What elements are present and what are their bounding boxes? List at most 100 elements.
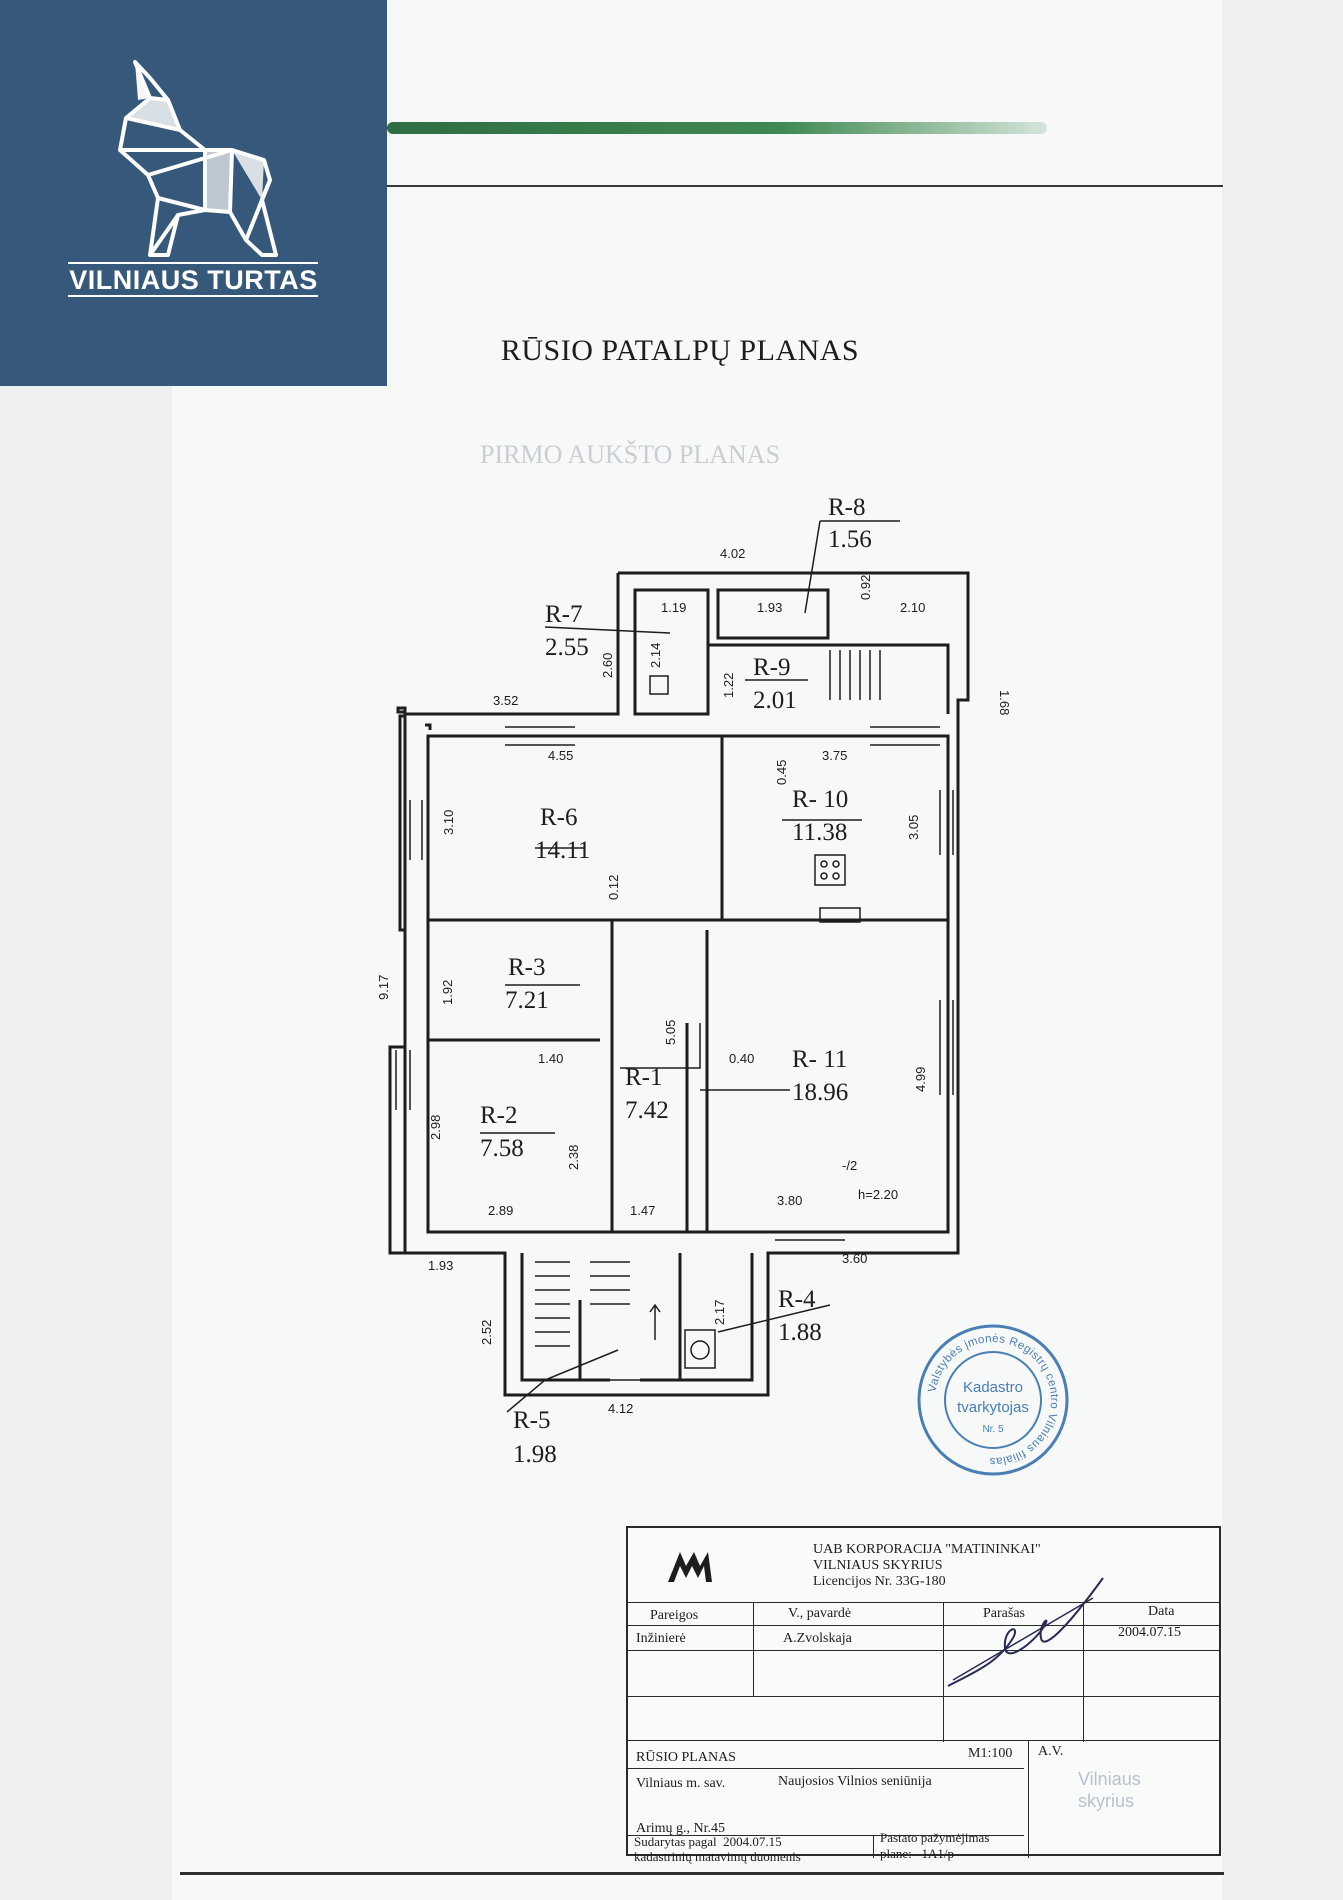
dim-label: 3.80 xyxy=(777,1193,802,1208)
room-id-r3: R-3 xyxy=(508,954,546,981)
tb-divider xyxy=(628,1740,1219,1741)
dim-label: 3.05 xyxy=(906,815,921,840)
engineer-name: A.Zvolskaja xyxy=(783,1631,852,1646)
room-area-r10: 11.38 xyxy=(792,819,847,846)
company-name: UAB KORPORACIJA "MATININKAI" VILNIAUS SK… xyxy=(813,1542,1041,1590)
certificate-code: 1A1/p xyxy=(921,1846,955,1861)
room-id-r9: R-9 xyxy=(753,654,791,681)
matininkai-logo-icon xyxy=(668,1552,712,1582)
dim-label: 4.02 xyxy=(720,546,745,561)
dim-label: 9.17 xyxy=(376,975,391,1000)
tb-col-divider xyxy=(873,1835,874,1858)
municipality: Vilniaus m. sav. xyxy=(636,1776,726,1791)
dimension-labels: 4.02 0.92 2.10 1.68 1.19 1.93 2.14 2.60 … xyxy=(376,546,1012,1416)
dim-label: 3.52 xyxy=(493,693,518,708)
stamp-seal-icon: Valstybės įmonės Registrų centro Vilniau… xyxy=(917,1324,1069,1476)
dim-label: 0.12 xyxy=(606,875,621,900)
room-area-r4: 1.88 xyxy=(778,1319,822,1346)
dim-label: 1.19 xyxy=(661,600,686,615)
ghost-plan-title: PIRMO AUKŠTO PLANAS xyxy=(480,440,781,469)
address: Arimų g., Nr.45 xyxy=(636,1821,726,1836)
brand-panel: VILNIAUS TURTAS xyxy=(0,0,387,386)
plan-scale: M1:100 xyxy=(968,1746,1013,1761)
company-line1: UAB KORPORACIJA "MATININKAI" xyxy=(813,1542,1041,1557)
dim-label: 1.93 xyxy=(428,1258,453,1273)
dim-label: 2.10 xyxy=(900,600,925,615)
engineer-position: Inžinierė xyxy=(636,1631,686,1646)
room-id-r2: R-2 xyxy=(480,1102,518,1129)
dim-label: 0.40 xyxy=(729,1051,754,1066)
stamp-center-line1: Kadastro xyxy=(963,1379,1023,1396)
dim-label: 1.22 xyxy=(721,673,736,698)
tb-divider xyxy=(628,1650,1219,1651)
dim-label: 2.98 xyxy=(428,1115,443,1140)
col-position-header: Pareigos xyxy=(650,1608,699,1623)
dim-label: 3.10 xyxy=(441,810,456,835)
col-signature-header: Parašas xyxy=(983,1606,1025,1621)
room-id-r8: R-8 xyxy=(828,494,866,521)
compiled-label: Sudarytas pagal 2004.07.15 xyxy=(634,1834,782,1850)
dim-label: 0.92 xyxy=(858,575,873,600)
wolf-logo-icon xyxy=(118,60,278,257)
room-labels: R-8 1.56 R-7 2.55 R-9 2.01 R- 10 11.38 R… xyxy=(480,494,872,1468)
col-name-header: V., pavardė xyxy=(788,1606,852,1621)
faint-stamp: Vilniaus skyrius xyxy=(1078,1768,1141,1812)
dim-label: 4.99 xyxy=(913,1067,928,1092)
dim-label: 2.14 xyxy=(648,643,663,668)
compiled-label-text: Sudarytas pagal xyxy=(634,1834,717,1849)
room-id-r10: R- 10 xyxy=(792,786,848,813)
tb-divider xyxy=(628,1835,1024,1836)
dim-label: 2.52 xyxy=(479,1320,494,1345)
brand-underline-top xyxy=(68,262,318,264)
room-id-r11: R- 11 xyxy=(792,1046,847,1073)
room-area-r3: 7.21 xyxy=(505,987,549,1014)
compiled-date: 2004.07.15 xyxy=(723,1834,782,1849)
room-id-r5: R-5 xyxy=(513,1407,551,1434)
dim-label: 1.93 xyxy=(757,600,782,615)
room-id-r4: R-4 xyxy=(778,1286,816,1313)
label-leaders xyxy=(480,520,900,1413)
dim-label: 5.05 xyxy=(663,1020,678,1045)
stamp-center-line2: tvarkytojas xyxy=(957,1399,1029,1416)
room-area-r11: 18.96 xyxy=(792,1079,848,1106)
dim-label: 0.45 xyxy=(774,760,789,785)
certificate-value: plane: 1A1/p xyxy=(880,1846,954,1862)
decorative-stroke xyxy=(387,122,1047,134)
room-id-r7: R-7 xyxy=(545,601,583,628)
faint-stamp-line2: skyrius xyxy=(1078,1791,1135,1811)
eldership: Naujosios Vilnios seniūnija xyxy=(778,1774,932,1789)
stairs xyxy=(535,650,881,1347)
brand-underline-bottom xyxy=(68,295,318,297)
tb-divider xyxy=(628,1768,1024,1769)
tb-divider xyxy=(628,1696,1219,1697)
tb-col-divider xyxy=(1083,1602,1084,1742)
col-date-header: Data xyxy=(1148,1604,1175,1619)
tb-col-divider xyxy=(1028,1740,1029,1858)
bottom-rule xyxy=(180,1872,1224,1875)
tb-divider xyxy=(628,1625,1219,1626)
dim-label: -/2 xyxy=(842,1158,857,1173)
faint-stamp-line1: Vilniaus xyxy=(1078,1769,1141,1789)
dim-label: 1.40 xyxy=(538,1051,563,1066)
dim-label: 2.60 xyxy=(600,653,615,678)
dim-label: 2.17 xyxy=(712,1300,727,1325)
plan-title: RŪSIO PATALPŲ PLANAS xyxy=(500,334,860,367)
compiled-source: kadastrinių matavimų duomenis xyxy=(634,1849,801,1864)
top-rule xyxy=(387,185,1223,187)
dim-label: 4.55 xyxy=(548,748,573,763)
plan-walls xyxy=(388,571,970,1397)
plan-fixtures xyxy=(649,675,861,1369)
signature-date: 2004.07.15 xyxy=(1118,1625,1181,1640)
room-area-r8: 1.56 xyxy=(828,526,872,553)
sheet-mark: A.V. xyxy=(1038,1744,1064,1759)
dim-label: 1.47 xyxy=(630,1203,655,1218)
title-block: UAB KORPORACIJA "MATININKAI" VILNIAUS SK… xyxy=(626,1526,1221,1864)
room-id-r1: R-1 xyxy=(625,1064,663,1091)
brand-name: VILNIAUS TURTAS xyxy=(69,265,318,295)
signature-icon xyxy=(947,1577,1104,1687)
dim-label: 1.68 xyxy=(997,690,1012,715)
certificate-plan-label: plane: xyxy=(880,1846,912,1861)
room-area-r9: 2.01 xyxy=(753,687,797,714)
room-area-r6: 14.11 xyxy=(535,837,590,864)
